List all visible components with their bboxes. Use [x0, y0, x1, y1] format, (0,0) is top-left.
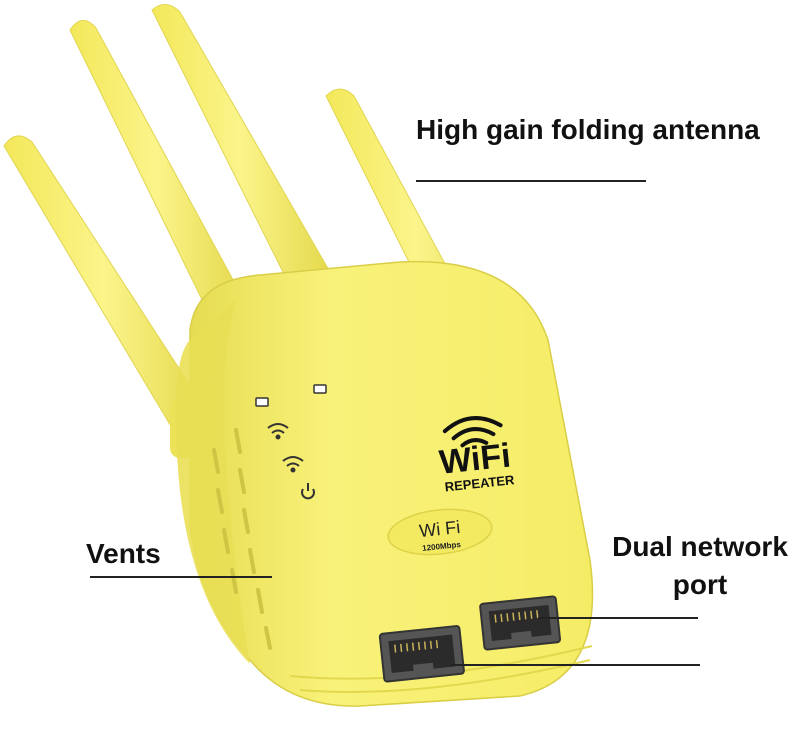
vents [212, 428, 272, 650]
badge-sub-text: 1200Mbps [422, 540, 462, 553]
port-callout-line1: Dual network [612, 531, 788, 562]
port-callout-line-lower [450, 664, 700, 666]
power-icon [301, 483, 315, 500]
speed-badge: Wi Fi 1200Mbps [387, 508, 493, 556]
ethernet-port-right-icon [479, 595, 562, 651]
ethernet-port-left-icon [378, 625, 465, 683]
status-indicators [255, 384, 327, 500]
antenna-callout-label: High gain folding antenna [416, 114, 760, 145]
wan-led-icon [313, 384, 327, 394]
port-callout-label: Dual network port [602, 528, 798, 604]
vents-callout-label: Vents [86, 538, 161, 569]
repeater-body [175, 260, 594, 707]
logo-sub-text: REPEATER [444, 472, 516, 494]
wifi-repeater-logo: WiFi REPEATER [437, 416, 516, 494]
wifi-5g-icon [267, 423, 289, 440]
vents-callout-line [90, 576, 272, 578]
logo-main-text: WiFi [437, 437, 512, 482]
wifi-24g-icon [282, 456, 304, 473]
badge-main-text: Wi Fi [418, 517, 461, 541]
port-callout-line2: port [672, 569, 728, 600]
antenna-callout-line [416, 180, 646, 182]
port-callout-line-upper [538, 617, 698, 619]
ethernet-ports [378, 595, 562, 683]
lan-led-icon [255, 397, 269, 407]
